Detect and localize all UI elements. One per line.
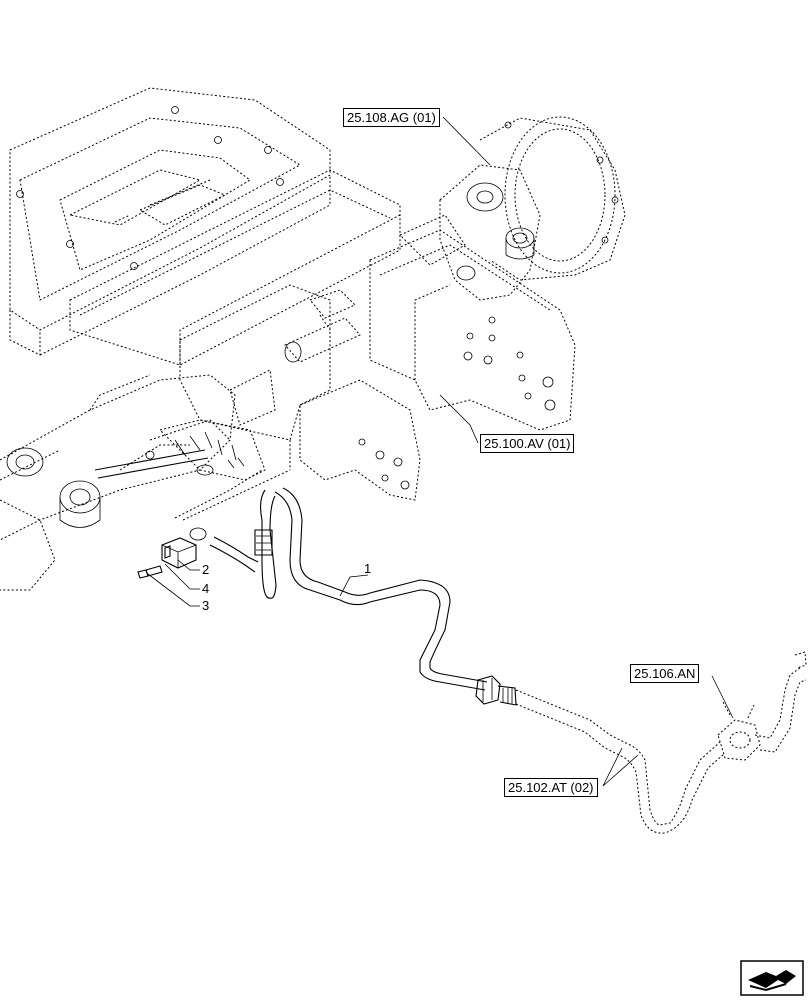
- axle-frame: [0, 87, 576, 591]
- item-number-clamp: 2: [202, 562, 210, 577]
- reference-final-drive[interactable]: 25.108.AG (01): [343, 108, 440, 127]
- item-number-spacer: 4: [202, 581, 210, 596]
- reference-axle-housing[interactable]: 25.100.AV (01): [480, 434, 575, 453]
- item-number-pipe: 1: [364, 561, 372, 576]
- reference-hose[interactable]: 25.102.AT (02): [504, 778, 598, 797]
- reference-connector[interactable]: 25.106.AN: [630, 664, 700, 683]
- hose-continuation: [515, 651, 807, 834]
- hydraulic-pipe: [209, 487, 517, 706]
- clamp-parts: [137, 440, 291, 579]
- leader-lines: [147, 116, 734, 787]
- navigation-arrow-icon[interactable]: [740, 960, 804, 996]
- item-number-bolt: 3: [202, 598, 210, 613]
- final-drive: [399, 116, 626, 301]
